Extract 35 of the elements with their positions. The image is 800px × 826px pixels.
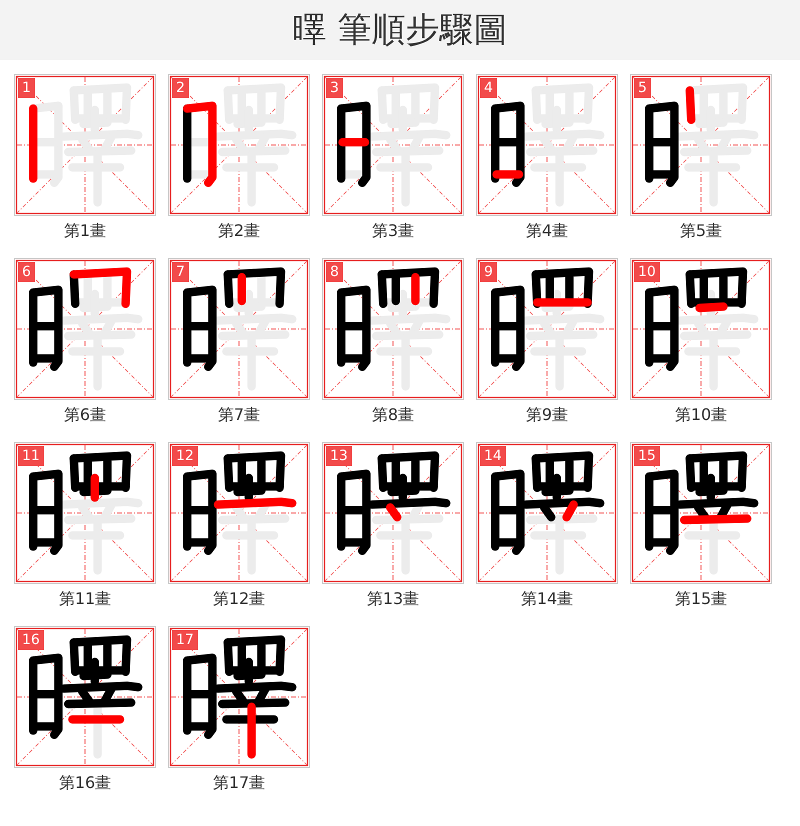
step-caption: 第8畫: [372, 405, 414, 425]
step-number-badge: 17: [172, 630, 198, 650]
step-number-badge: 11: [18, 446, 44, 466]
step-caption: 第6畫: [64, 405, 106, 425]
step-caption: 第10畫: [674, 405, 728, 425]
step-number-badge: 6: [18, 262, 35, 282]
step-number-badge: 8: [326, 262, 343, 282]
step-number-badge: 16: [18, 630, 44, 650]
step-number-badge: 9: [480, 262, 497, 282]
step-caption: 第4畫: [526, 221, 568, 241]
step-caption: 第3畫: [372, 221, 414, 241]
step-number-badge: 12: [172, 446, 198, 466]
step-caption: 第1畫: [64, 221, 106, 241]
step-caption: 第13畫: [366, 589, 420, 609]
step-number-badge: 2: [172, 78, 189, 98]
step-caption: 第7畫: [218, 405, 260, 425]
step-caption: 第11畫: [58, 589, 112, 609]
step-number-badge: 15: [634, 446, 660, 466]
step-caption: 第9畫: [526, 405, 568, 425]
step-caption: 第14畫: [520, 589, 574, 609]
step-caption: 第12畫: [212, 589, 266, 609]
step-caption: 第17畫: [212, 773, 266, 793]
step-caption: 第2畫: [218, 221, 260, 241]
step-number-badge: 1: [18, 78, 35, 98]
step-caption: 第15畫: [674, 589, 728, 609]
step-caption: 第16畫: [58, 773, 112, 793]
step-number-badge: 3: [326, 78, 343, 98]
step-number-badge: 7: [172, 262, 189, 282]
step-number-badge: 5: [634, 78, 651, 98]
step-number-badge: 13: [326, 446, 352, 466]
step-caption: 第5畫: [680, 221, 722, 241]
step-number-badge: 14: [480, 446, 506, 466]
page-title: 曎 筆順步驟圖: [292, 9, 508, 52]
step-number-badge: 4: [480, 78, 497, 98]
step-number-badge: 10: [634, 262, 660, 282]
